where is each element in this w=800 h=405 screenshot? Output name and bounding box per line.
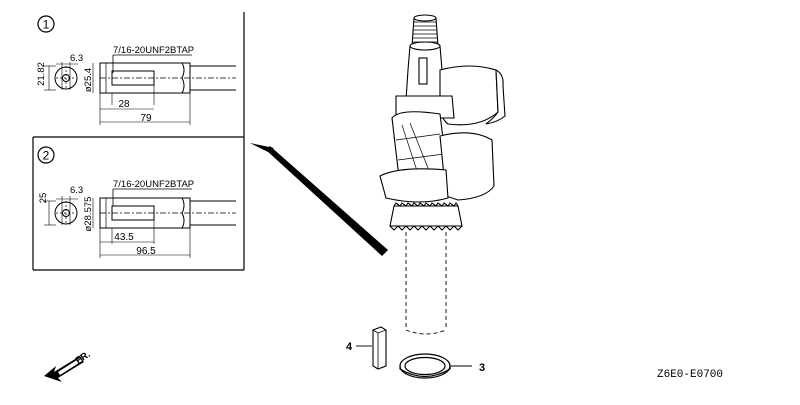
crankshaft-timing-gear <box>389 202 463 231</box>
panel-2-height-dim: 25 <box>38 193 49 204</box>
callout-key-number: 4 <box>346 341 353 353</box>
panel-2-diameter-dim: ø28.575 <box>83 197 94 232</box>
panel-1-diameter-dim: ø25.4 <box>83 68 94 92</box>
detail-pointer-arrow <box>250 143 388 256</box>
panel-1-tap-depth-dim: 28 <box>118 99 130 110</box>
panel-1-number-circle <box>37 15 55 33</box>
panel-2-number: 2 <box>43 149 50 163</box>
crankshaft-pto-shaft <box>405 232 447 335</box>
panel-1-height-dim: 21.82 <box>36 62 47 86</box>
key-part <box>372 326 387 370</box>
front-direction-arrow-icon <box>44 356 84 382</box>
panel-1-end-view <box>44 62 78 91</box>
crankshaft-threaded-end <box>411 14 439 47</box>
detail-panels-frame <box>32 12 245 271</box>
panel-2-tap-spec: 7/16-20UNF2BTAP <box>113 179 194 190</box>
panel-2-tap-depth-dim: 43.5 <box>114 232 134 243</box>
detail-panel-1: 1 7/16-20UNF2BTAP 21.82 6.3 <box>36 15 236 125</box>
panel-1-tap-spec: 7/16-20UNF2BTAP <box>113 45 194 56</box>
callout-washer-number: 3 <box>479 362 485 374</box>
panel-1-side-view <box>92 62 236 125</box>
crankshaft <box>379 14 506 335</box>
panel-1-number: 1 <box>43 18 50 32</box>
panel-2-number-circle <box>37 146 55 164</box>
detail-panel-2: 2 7/16-20UNF2BTAP 25 6.3 <box>37 146 236 258</box>
panel-2-end-view <box>44 196 78 226</box>
diagram-code: Z6E0-E0700 <box>657 369 723 381</box>
panel-1-length-dim: 79 <box>140 113 152 124</box>
panel-2-side-view <box>92 197 236 258</box>
panel-2-length-dim: 96.5 <box>136 246 156 257</box>
panel-2-key-dim: 6.3 <box>70 185 83 196</box>
panel-1-key-dim: 6.3 <box>70 53 83 64</box>
washer-part <box>399 353 451 379</box>
